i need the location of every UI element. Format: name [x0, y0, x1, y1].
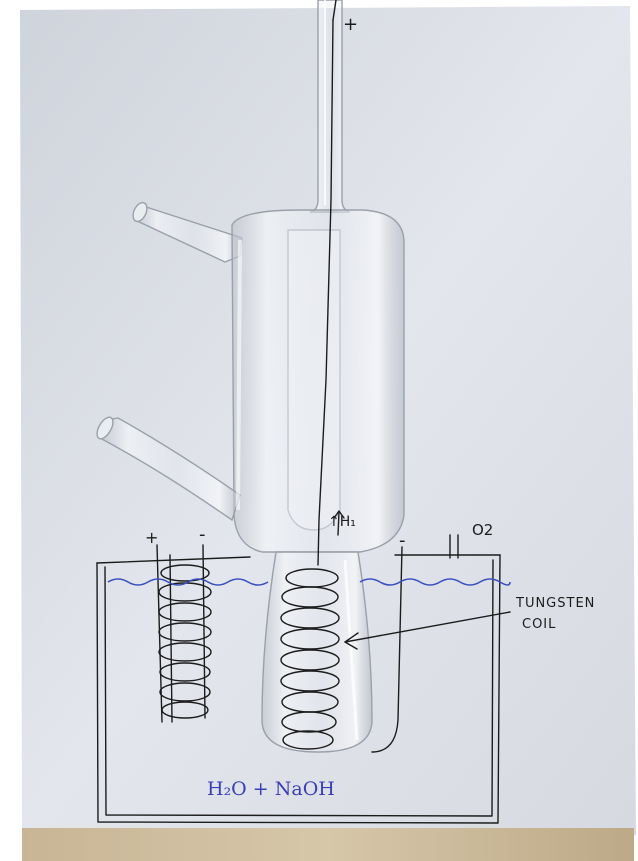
coil-label: COIL [522, 617, 556, 632]
container-outer [96, 554, 501, 824]
top-plus-label: + [343, 14, 358, 35]
container-inner [104, 559, 494, 817]
tungsten-label: TUNGSTEN [515, 596, 595, 611]
solution-label: H₂O + NaOH [207, 778, 335, 800]
wooden-surface [22, 828, 634, 861]
h-arrow [333, 510, 345, 536]
right-anode-wire [371, 546, 403, 753]
left-minus-label: - [199, 524, 206, 545]
cathode-wire [317, 19, 334, 566]
tungsten-coil [280, 568, 340, 750]
left-plus-label: + [145, 528, 158, 547]
glass-apparatus [96, 0, 405, 753]
o2-label: O2 [472, 521, 493, 539]
left-minus-wire [202, 544, 206, 719]
h-label: ↑H₁ [328, 514, 356, 530]
water-surface [107, 578, 511, 586]
right-minus-label: - [399, 530, 406, 551]
tungsten-arrow [344, 611, 511, 643]
